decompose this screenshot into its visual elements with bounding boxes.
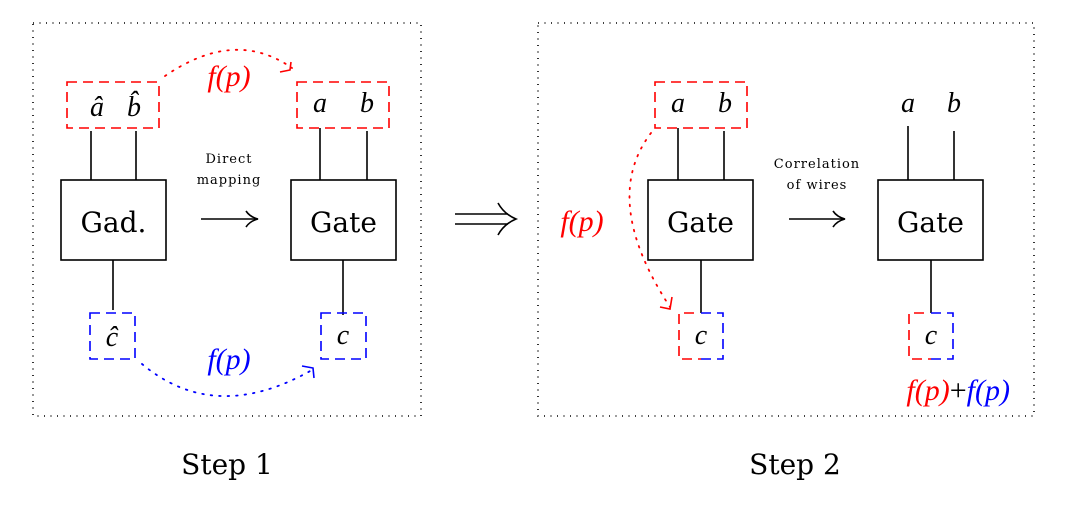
direct-mapping-arrow (201, 210, 259, 228)
step2-left-input-b: b (718, 88, 732, 119)
step2-left-input-a: a (671, 88, 685, 119)
step2-left-output-c: c (695, 320, 708, 351)
step2-left-gate-label: Gate (667, 206, 734, 239)
step2-error-sum: f(p)+f(p) (906, 374, 1010, 407)
step2-caption: Step 2 (749, 448, 841, 481)
correlation-arrow (789, 210, 846, 228)
step2-right-gate-label: Gate (897, 206, 964, 239)
step1-bottom-error-label: f(p) (207, 343, 250, 376)
step2-inputs-box (654, 81, 748, 129)
step2-side-error-label: f(p) (560, 205, 603, 238)
correlation-label-line1: Correlation (774, 157, 860, 172)
direct-mapping-label-line1: Direct (206, 152, 253, 167)
gadget-label: Gad. (81, 206, 147, 239)
step1-input-a-hat: â (90, 92, 104, 123)
step1-input-b: b (360, 88, 374, 119)
step1-caption: Step 1 (181, 448, 273, 481)
implies-arrow (455, 202, 519, 236)
step1-hat-output-box (89, 312, 136, 360)
step2-error-sum-blue: f(p) (967, 374, 1010, 407)
step2-side-error-arrow (628, 132, 673, 310)
step2-right-output-box (908, 312, 954, 360)
step1-panel-border (32, 22, 422, 417)
step1-gate-label: Gate (310, 206, 377, 239)
step2-right-output-c: c (925, 320, 938, 351)
correlation-label-line2: of wires (787, 178, 848, 193)
step1-output-c-hat: ĉ (106, 322, 119, 353)
step1-output-c: c (337, 320, 350, 351)
step2-panel-border (537, 22, 1035, 417)
direct-mapping-label-line2: mapping (197, 173, 262, 188)
step2-error-sum-red: f(p) (906, 374, 949, 407)
step1-top-error-arrow (164, 48, 293, 77)
step1-output-box (320, 312, 367, 360)
step1-top-error-label: f(p) (207, 60, 250, 93)
step2-right-input-b: b (947, 88, 961, 119)
step2-error-sum-plus: + (950, 374, 967, 407)
step1-hat-inputs-box (66, 81, 160, 129)
step1-bottom-error-arrow (141, 363, 315, 397)
step2-left-output-box (678, 312, 724, 360)
step1-inputs-box (296, 81, 390, 129)
step1-input-a: a (313, 88, 327, 119)
step2-right-input-a: a (901, 88, 915, 119)
step1-input-b-hat: b̂ (127, 91, 141, 123)
